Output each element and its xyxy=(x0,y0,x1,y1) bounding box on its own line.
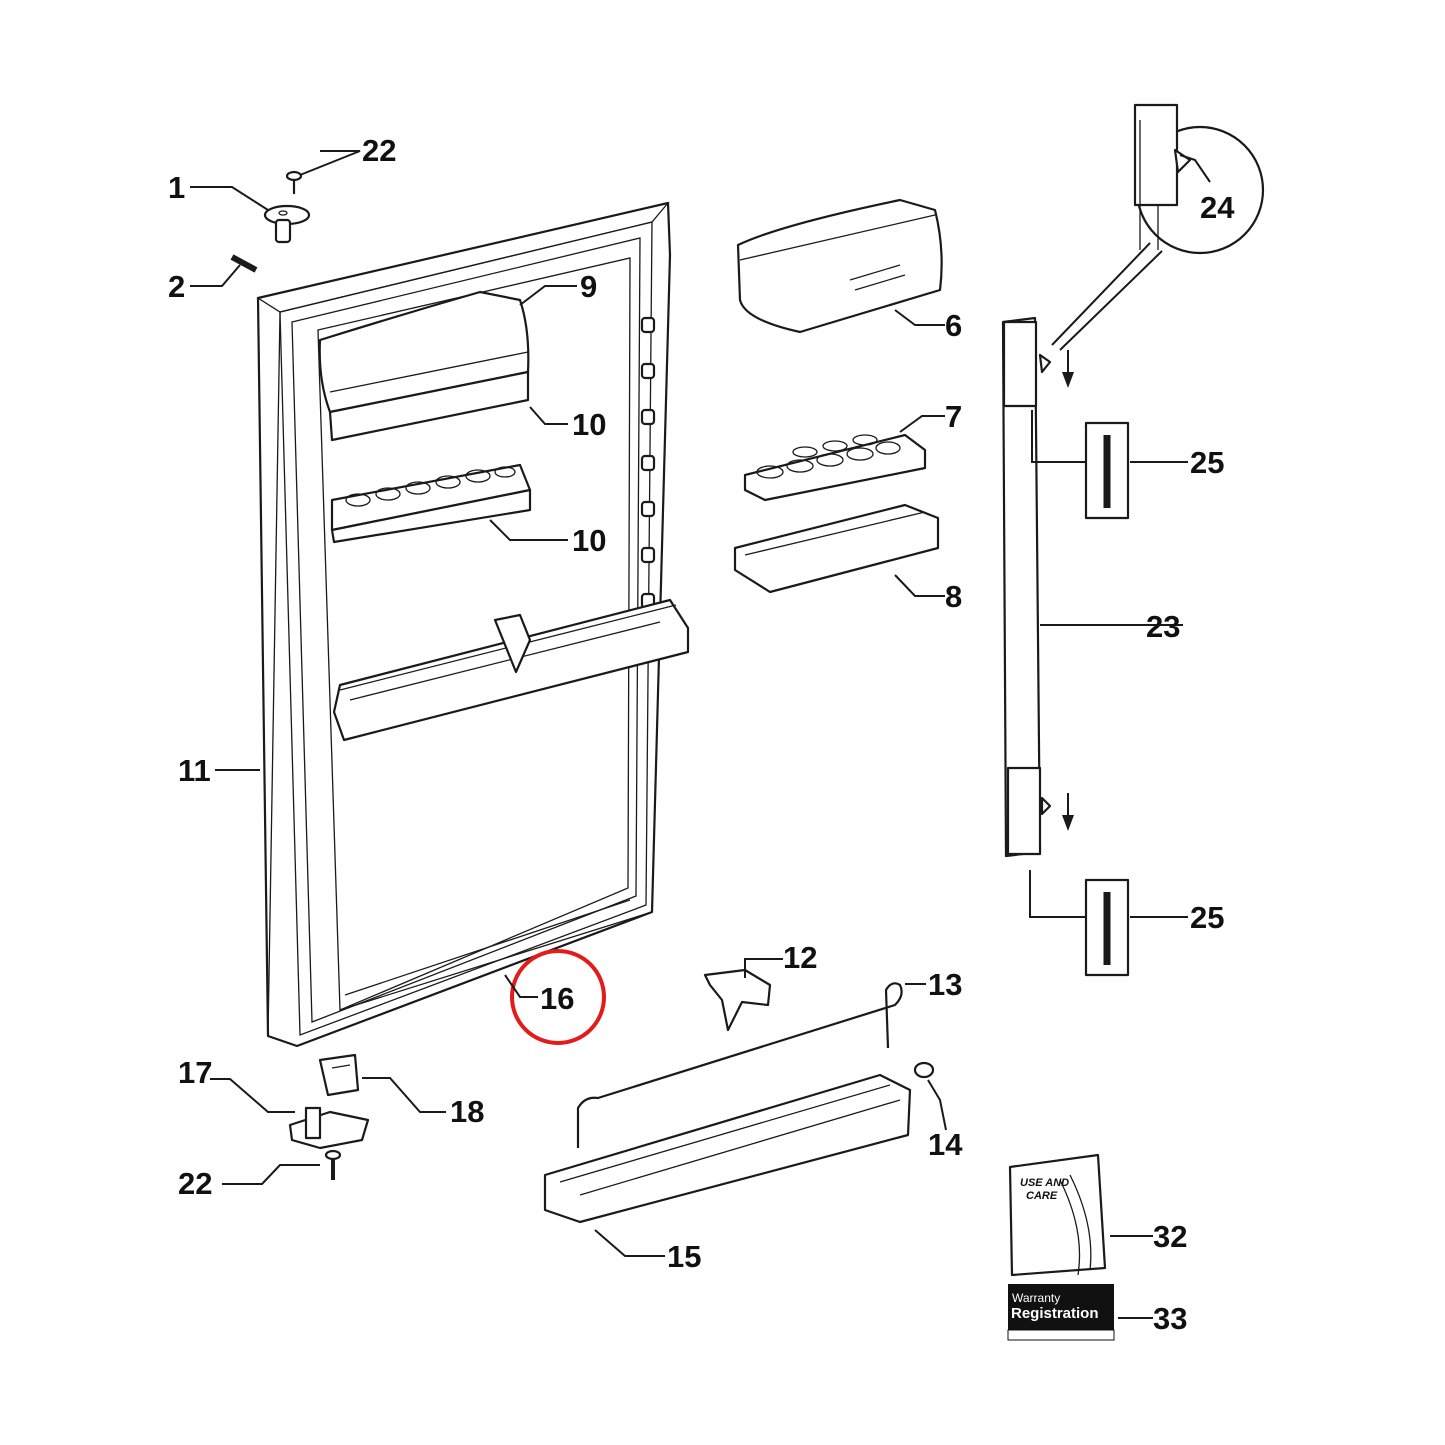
callout-10-lower: 10 xyxy=(572,523,606,558)
callout-6: 6 xyxy=(945,308,962,343)
manual-title-line2: CARE xyxy=(1026,1190,1058,1202)
manual-title-line1: USE AND xyxy=(1020,1177,1069,1189)
top-hinge xyxy=(263,204,311,244)
egg-shelf-in-door xyxy=(330,463,532,544)
callout-22-top: 22 xyxy=(362,133,396,168)
callout-32: 32 xyxy=(1153,1219,1187,1254)
callout-7: 7 xyxy=(945,399,962,434)
callout-13: 13 xyxy=(928,967,962,1002)
handle-arrows xyxy=(1062,350,1074,831)
callout-1: 1 xyxy=(168,170,185,205)
end-cap-part xyxy=(913,1061,935,1079)
callout-12: 12 xyxy=(783,940,817,975)
callout-10-upper: 10 xyxy=(572,407,606,442)
callout-9: 9 xyxy=(580,269,597,304)
warranty-registration-card: Warranty Registration xyxy=(1007,1284,1115,1341)
highlight-circle xyxy=(510,949,606,1045)
callout-23: 23 xyxy=(1146,609,1180,644)
callout-24: 24 xyxy=(1200,190,1235,225)
top-screw xyxy=(285,170,303,194)
door-handle xyxy=(1001,316,1052,858)
shelf-part xyxy=(733,503,940,594)
callout-14: 14 xyxy=(928,1127,963,1162)
dairy-door-part xyxy=(736,198,943,334)
callout-17: 17 xyxy=(178,1055,212,1090)
large-bin-part xyxy=(543,1073,912,1224)
bottom-hinge xyxy=(288,1106,370,1150)
callout-33: 33 xyxy=(1153,1301,1187,1336)
dairy-compartment-in-door xyxy=(318,290,530,442)
callout-25-lower: 25 xyxy=(1190,900,1224,935)
hinge-bracket-part xyxy=(318,1053,360,1097)
callout-15: 15 xyxy=(667,1239,701,1274)
egg-tray-part xyxy=(743,433,927,502)
callout-2: 2 xyxy=(168,269,185,304)
callout-25-upper: 25 xyxy=(1190,445,1224,480)
handle-screw-lower xyxy=(1084,878,1130,977)
bottom-screw xyxy=(324,1149,342,1180)
warranty-title: Warranty xyxy=(1012,1291,1060,1305)
bin-clip-part xyxy=(703,968,772,1032)
callout-11: 11 xyxy=(178,753,211,788)
callout-8: 8 xyxy=(945,579,962,614)
handle-screw-upper xyxy=(1084,421,1130,520)
callout-16: 16 xyxy=(540,981,574,1016)
callout-22-bottom: 22 xyxy=(178,1166,212,1201)
large-door-bin-in-door xyxy=(332,598,690,742)
handle-detail-magnifier xyxy=(1051,103,1265,351)
hinge-pin xyxy=(230,254,258,273)
callout-labels: 22 1 2 9 10 10 11 6 7 8 23 24 25 25 12 1… xyxy=(168,133,1235,1336)
use-and-care-manual: USE AND CARE xyxy=(1008,1153,1107,1277)
registration-title: Registration xyxy=(1011,1305,1099,1322)
leader-lines xyxy=(190,150,1211,1319)
callout-18: 18 xyxy=(450,1094,484,1129)
bin-rail-part xyxy=(576,982,903,1148)
